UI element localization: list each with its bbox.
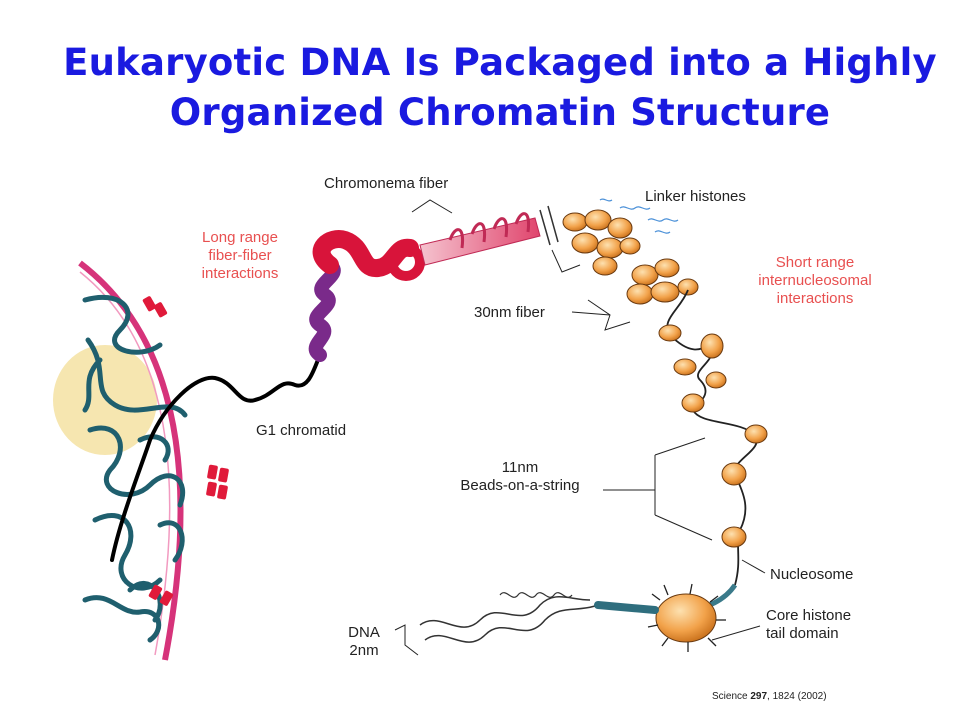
title-line-2: Organized Chromatin Structure xyxy=(169,91,831,134)
label-linker-histones: Linker histones xyxy=(645,188,746,205)
label-chromonema-fiber: Chromonema fiber xyxy=(324,175,449,192)
label-long-range-line1: Long range xyxy=(202,229,278,246)
label-core-histone-line1: Core histone xyxy=(766,607,852,624)
label-nucleosome: Nucleosome xyxy=(770,566,854,583)
nucleus xyxy=(53,260,229,661)
g1-chromatid-strand xyxy=(110,348,324,562)
citation: Science 297, 1824 (2002) xyxy=(712,691,827,702)
label-dna-text: DNA xyxy=(348,624,380,641)
label-short-range-line3: interactions xyxy=(776,290,854,307)
nuclear-envelope xyxy=(78,260,184,661)
dna-double-helix xyxy=(419,592,659,643)
chromonema-coil xyxy=(308,230,425,362)
label-11nm: 11nm xyxy=(501,459,539,476)
isolated-nucleosomes xyxy=(658,324,768,548)
fiber-30nm-coil xyxy=(419,205,559,266)
label-dna: DNA 2nm xyxy=(334,624,394,660)
leader-lines xyxy=(394,199,766,656)
citation-pages: , 1824 (2002) xyxy=(767,691,827,702)
label-dna-2nm: 2nm xyxy=(349,642,379,659)
nucleosome-core xyxy=(647,583,738,652)
slide-title: Eukaryotic DNA Is Packaged into a Highly… xyxy=(40,38,960,138)
label-short-range-line1: Short range xyxy=(775,254,855,271)
label-beads-on-string: 11nm Beads-on-a-string xyxy=(440,459,600,495)
label-short-range: Short range internucleosomal interaction… xyxy=(735,254,895,308)
label-30nm-fiber: 30nm fiber xyxy=(474,304,545,321)
label-g1-chromatid: G1 chromatid xyxy=(256,422,347,439)
label-core-histone: Core histone tail domain xyxy=(766,607,851,643)
nucleolus xyxy=(53,345,157,455)
label-beads-on-a-string: Beads-on-a-string xyxy=(460,477,580,494)
linker-histone-squiggles xyxy=(599,198,679,234)
nucleosome-cluster xyxy=(562,209,699,305)
citation-journal: Science xyxy=(712,691,751,702)
label-long-range-line3: interactions xyxy=(201,265,279,282)
label-long-range: Long range fiber-fiber interactions xyxy=(180,229,300,283)
chromatin-loops xyxy=(82,294,188,643)
label-core-histone-line2: tail domain xyxy=(766,625,839,642)
label-short-range-line2: internucleosomal xyxy=(758,272,872,289)
citation-volume: 297 xyxy=(750,691,768,702)
title-line-1: Eukaryotic DNA Is Packaged into a Highly xyxy=(63,41,937,84)
envelope-pore-markers xyxy=(142,296,229,606)
label-long-range-line2: fiber-fiber xyxy=(208,247,272,264)
